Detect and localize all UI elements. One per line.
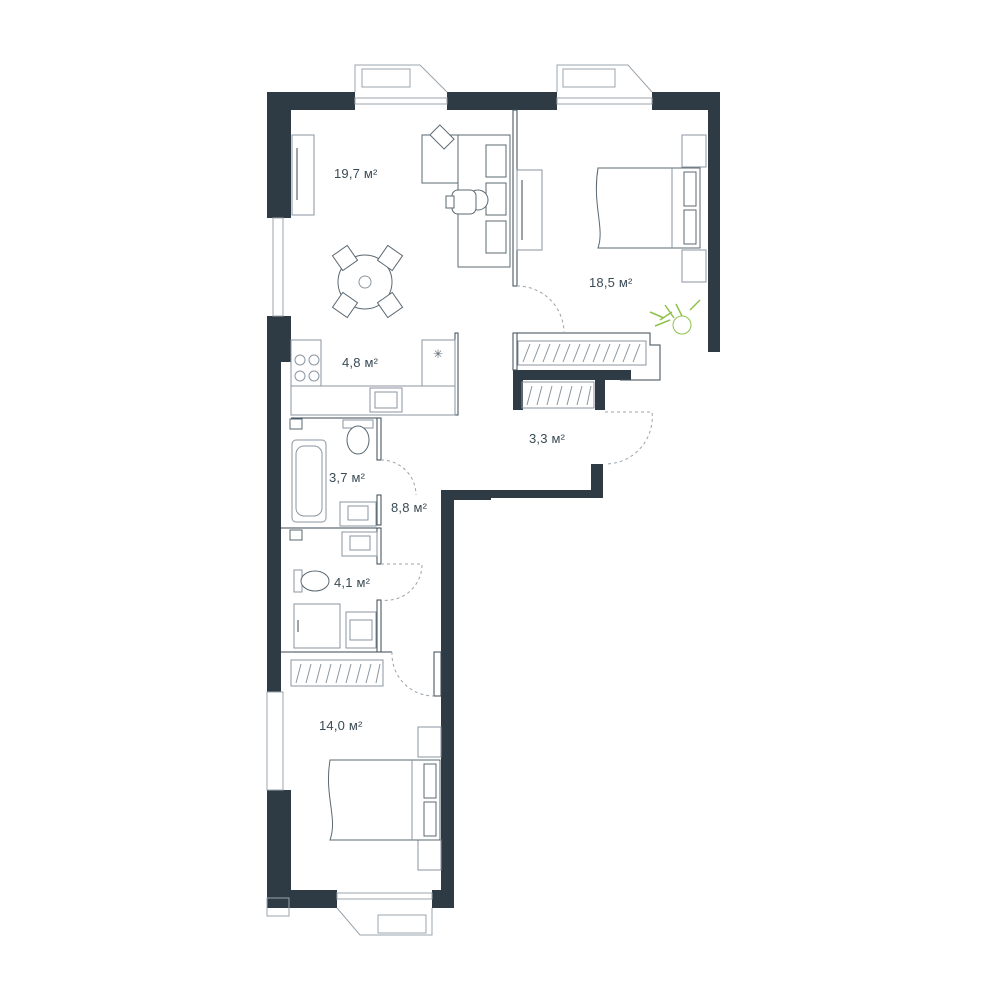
plant-decor [649,299,701,335]
bathroom-fixtures [289,418,377,527]
exterior-walls [267,92,720,908]
door-swings [380,285,653,697]
double-bed-large [595,134,707,283]
windows [266,64,653,936]
area-storage: 3,3 м² [529,431,566,446]
tv-unit [291,134,315,216]
area-bedroom-large: 18,5 м² [589,275,633,290]
svg-text:✳: ✳ [433,347,443,361]
wc-fixtures [289,529,378,649]
area-wc: 4,1 м² [334,575,371,590]
area-bathroom: 3,7 м² [329,470,366,485]
area-hallway: 8,8 м² [391,500,428,515]
kitchen-counter: ✳ [290,339,456,416]
area-living-room: 19,7 м² [334,166,378,181]
wardrobes [290,340,647,687]
large-bedroom-wall-panel [516,169,543,251]
double-bed-small [327,726,442,871]
area-bedroom-small: 14,0 м² [319,718,363,733]
dining-table [331,244,404,319]
armchair-person [445,189,489,215]
area-kitchen: 4,8 м² [342,355,379,370]
